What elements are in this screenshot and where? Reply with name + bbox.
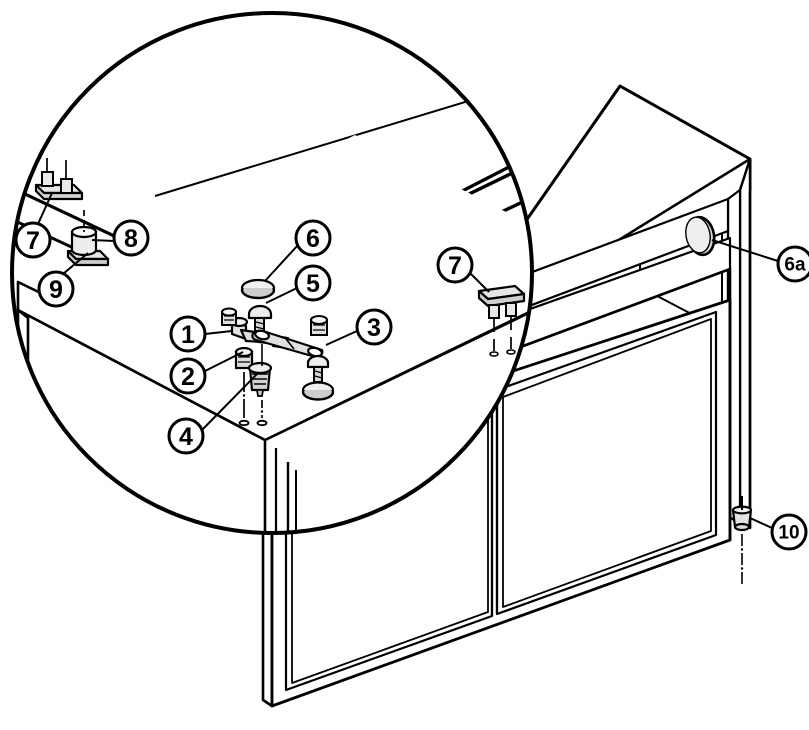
callout-leader-line xyxy=(469,272,490,293)
callout-number-label: 9 xyxy=(49,276,63,304)
callout-bubble[interactable] xyxy=(169,315,207,353)
part-7-twin-pin-bracket-left xyxy=(34,158,84,201)
callout-leader-line xyxy=(204,330,233,335)
callout-leader-line xyxy=(91,239,115,242)
callout-number-label: 7 xyxy=(448,252,462,280)
callout-leader-line xyxy=(204,351,244,372)
callout-bubble[interactable] xyxy=(294,219,332,257)
callout-1-cam-housing-with-arm[interactable]: 1 xyxy=(169,315,233,353)
part-5-round-head-bolt xyxy=(247,304,273,336)
callout-bubble[interactable] xyxy=(112,219,150,257)
callout-bubble[interactable] xyxy=(14,221,52,259)
cabinet-right-side-panel xyxy=(738,157,752,530)
part-sleeve-nut-upper xyxy=(221,307,237,326)
callout-3-connecting-bar-dogbone[interactable]: 3 xyxy=(325,308,393,346)
callout-4-expansion-dowel[interactable]: 4 xyxy=(167,372,259,455)
callout-bubble[interactable] xyxy=(436,246,474,284)
callout-number-label: 6 xyxy=(306,225,320,253)
callout-5-round-head-bolt[interactable]: 5 xyxy=(265,264,332,304)
callout-number-label: 7 xyxy=(26,227,40,255)
callout-bubble[interactable] xyxy=(37,270,75,308)
callout-number-label: 1 xyxy=(181,321,195,349)
part-7-twin-pin-bracket-right xyxy=(477,284,526,357)
callout-leader-line xyxy=(711,239,779,262)
part-sleeve-nut-right xyxy=(310,315,328,336)
callout-7-twin-pin-bracket[interactable]: 7 xyxy=(436,246,490,293)
callout-leader-line xyxy=(749,517,773,529)
callout-leader-line xyxy=(264,244,299,282)
callout-number-label: 8 xyxy=(124,225,138,253)
callout-8-cylindrical-cap[interactable]: 8 xyxy=(91,219,150,257)
callout-leader-line xyxy=(265,287,298,304)
callout-6a-cover-cap-disc-side[interactable]: 6a xyxy=(711,239,809,283)
levelling-foot-part xyxy=(731,496,753,532)
callout-9-base-plate[interactable]: 9 xyxy=(37,252,89,308)
callout-7-twin-pin-bracket[interactable]: 7 xyxy=(14,192,53,259)
part-cover-cap-lower xyxy=(301,381,335,401)
callout-bubble[interactable] xyxy=(776,245,809,283)
cover-cap-6a-part xyxy=(685,215,716,257)
sliding-door-right-inner-line xyxy=(502,318,712,608)
callout-number-label: 6a xyxy=(784,255,806,276)
part-3-connecting-bar xyxy=(251,329,324,358)
callout-leader-line xyxy=(62,252,89,275)
callout-bubble[interactable] xyxy=(355,308,393,346)
callout-bubble[interactable] xyxy=(169,357,207,395)
part-8-9-cap-and-plate xyxy=(66,210,110,267)
detail-door-frame xyxy=(286,462,521,533)
callout-number-label: 5 xyxy=(306,270,320,298)
callout-10-levelling-foot[interactable]: 10 xyxy=(749,513,808,551)
callout-number-label: 2 xyxy=(181,363,195,391)
part-6-cover-cap xyxy=(240,278,276,300)
detail-magnifier-circle xyxy=(10,11,534,535)
part-4-expansion-dowel xyxy=(247,361,273,397)
callout-bubble[interactable] xyxy=(294,264,332,302)
callout-number-label: 10 xyxy=(778,523,799,544)
callout-6-cover-cap-disc[interactable]: 6 xyxy=(264,219,332,282)
callout-leader-line xyxy=(37,192,53,225)
callout-leader-line xyxy=(201,372,259,431)
callout-bubble[interactable] xyxy=(167,417,205,455)
callout-bubble[interactable] xyxy=(770,513,808,551)
callout-number-label: 4 xyxy=(179,423,193,451)
callout-leader-line xyxy=(325,330,358,346)
callout-2-threaded-insert-sleeve[interactable]: 2 xyxy=(169,351,244,395)
callout-number-label: 3 xyxy=(367,314,381,342)
